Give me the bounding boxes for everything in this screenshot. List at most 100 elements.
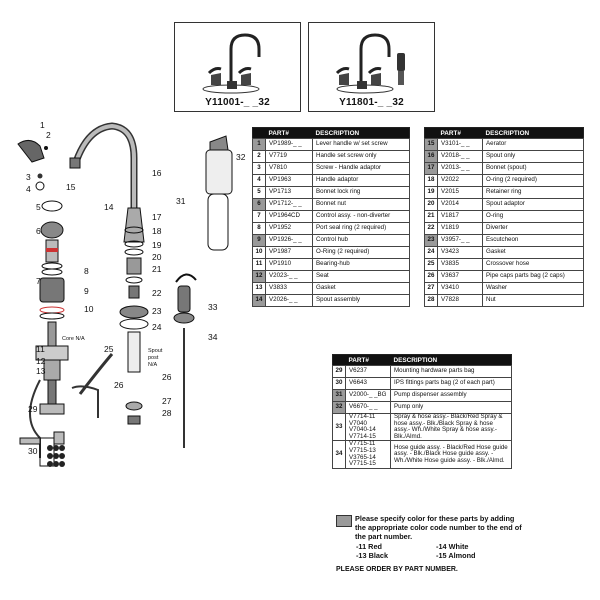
part-number: V2026-_ _ [265, 294, 313, 307]
row-number: 17 [424, 162, 438, 175]
row-number: 20 [424, 198, 438, 211]
part-description: Control assy. - non-diverter [312, 210, 410, 223]
row-number: 13 [252, 282, 266, 295]
callout-22: 22 [152, 288, 162, 298]
part-number: V6237 [345, 365, 391, 378]
callout-5: 5 [36, 202, 41, 212]
part-number: V3835 [437, 258, 483, 271]
part-number: V7714-11 V7040 V7040-14 V7714-15 [345, 412, 391, 442]
part-number: V2013-_ _ [437, 162, 483, 175]
color-codes: -11 Red -14 White -13 Black -15 Almond [356, 542, 514, 560]
model-label: Y11001-_ _32 [205, 97, 270, 108]
callout-27: 27 [162, 396, 172, 406]
column-header-part: PART# [345, 354, 391, 366]
faucet-3-hole-illustration [202, 33, 261, 94]
part-number: VP1926-_ _ [265, 234, 313, 247]
part-number: VP1952 [265, 222, 313, 235]
part-description: Control hub [312, 234, 410, 247]
row-number: 10 [252, 246, 266, 259]
row-number: 33 [332, 412, 346, 442]
color-note-text: Please specify color for these parts by … [355, 514, 522, 541]
part-description: Diverter [482, 222, 584, 235]
part-description: O-ring [482, 210, 584, 223]
table-header-row: PART# DESCRIPTION [252, 127, 410, 139]
part-description: Spout assembly [312, 294, 410, 307]
row-number: 19 [424, 186, 438, 199]
callout-17: 17 [152, 212, 162, 222]
part-description: Lever handle w/ set screw [312, 138, 410, 151]
row-number: 22 [424, 222, 438, 235]
row-number: 2 [252, 150, 266, 163]
part-description: Pump dispenser assembly [390, 389, 512, 402]
part-number: V7828 [437, 294, 483, 307]
part-description: Bearing-hub [312, 258, 410, 271]
part-number: VP1963 [265, 174, 313, 187]
row-number: 15 [424, 138, 438, 151]
callout-labels: 1 2 3 4 5 6 7 8 9 10 11 12 13 14 15 16 1… [26, 120, 246, 456]
callout-33: 33 [208, 302, 218, 312]
row-number: 26 [424, 270, 438, 283]
callout-4: 4 [26, 184, 31, 194]
row-number: 7 [252, 210, 266, 223]
part-description: Spout only [482, 150, 584, 163]
part-number: V7810 [265, 162, 313, 175]
row-number: 9 [252, 234, 266, 247]
row-number: 34 [332, 440, 346, 469]
row-number: 8 [252, 222, 266, 235]
color-code-almond: -15 Almond [436, 550, 476, 560]
callout-1: 1 [40, 120, 45, 130]
row-number: 24 [424, 246, 438, 259]
callout-26a: 26 [114, 380, 124, 390]
spout-post-note-line3: N/A [148, 362, 158, 368]
callout-21: 21 [152, 264, 162, 274]
callout-8: 8 [84, 266, 89, 276]
part-number: V2014 [437, 198, 483, 211]
part-description: Bonnet lock ring [312, 186, 410, 199]
row-number: 29 [332, 365, 346, 378]
part-number: V3423 [437, 246, 483, 259]
callout-34: 34 [208, 332, 218, 342]
callout-32: 32 [236, 152, 246, 162]
part-number: V3101-_ _ [437, 138, 483, 151]
part-description: Washer [482, 282, 584, 295]
callout-23: 23 [152, 306, 162, 316]
row-number: 3 [252, 162, 266, 175]
row-number: 12 [252, 270, 266, 283]
callout-9: 9 [84, 286, 89, 296]
row-number: 25 [424, 258, 438, 271]
callout-24: 24 [152, 322, 162, 332]
callout-30: 30 [28, 446, 38, 456]
part-number: V3833 [265, 282, 313, 295]
callout-11: 11 [36, 344, 45, 354]
part-description: Nut [482, 294, 584, 307]
part-number: VP1964CD [265, 210, 313, 223]
column-header-description: DESCRIPTION [390, 354, 512, 366]
callout-15: 15 [66, 182, 76, 192]
part-number: V1819 [437, 222, 483, 235]
part-number: VP1910 [265, 258, 313, 271]
part-number: V7715-11 V7715-13 V3765-14 V7715-15 [345, 440, 391, 469]
part-description: O-ring (2 required) [482, 174, 584, 187]
part-number: VP1713 [265, 186, 313, 199]
row-number: 14 [252, 294, 266, 307]
part-description: O-Ring (2 required) [312, 246, 410, 259]
column-header-part: PART# [437, 127, 483, 139]
